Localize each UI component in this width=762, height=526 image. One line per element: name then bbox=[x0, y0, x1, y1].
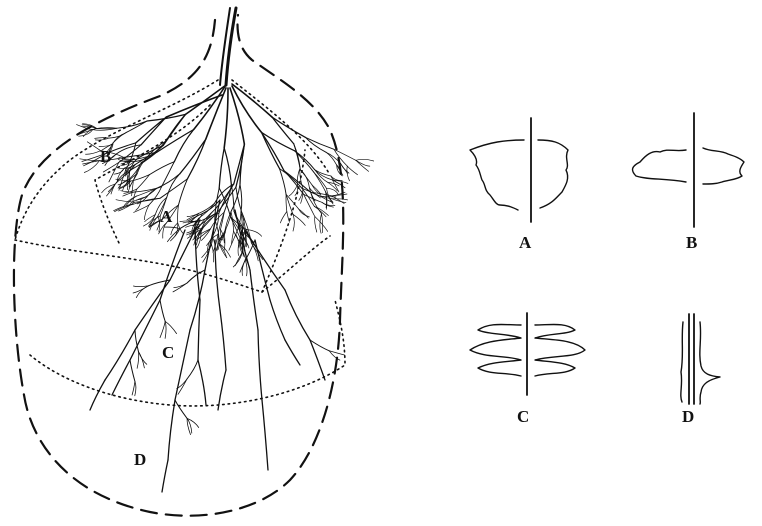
root-segment-428 bbox=[285, 340, 300, 365]
root-segment-375 bbox=[258, 330, 262, 400]
root-segment-408 bbox=[165, 321, 176, 333]
root-segment-279 bbox=[299, 209, 309, 218]
root-segment-398 bbox=[285, 290, 310, 340]
profile-label-b: B bbox=[686, 233, 697, 252]
root-segment-350 bbox=[141, 117, 166, 145]
root-segment-326 bbox=[306, 137, 335, 149]
root-segment-322 bbox=[300, 170, 312, 185]
profile-b bbox=[633, 113, 744, 227]
root-segment-141 bbox=[201, 229, 210, 241]
root-segment-412 bbox=[132, 381, 135, 395]
root-segment-368 bbox=[175, 400, 187, 418]
root-segment-367 bbox=[168, 400, 175, 460]
zone-label-d: D bbox=[134, 450, 146, 469]
root-segment-332 bbox=[356, 159, 374, 161]
root-segment-426 bbox=[245, 260, 247, 276]
root-segment-418 bbox=[198, 360, 206, 405]
root-segment-108 bbox=[178, 205, 179, 223]
root-segment-416 bbox=[195, 225, 200, 300]
root-segment-372 bbox=[162, 460, 168, 492]
root-segment-403 bbox=[160, 230, 185, 300]
root-segment-257 bbox=[315, 217, 328, 232]
root-segment-381 bbox=[167, 229, 179, 242]
root-segment-278 bbox=[286, 194, 299, 209]
root-segment-354 bbox=[117, 145, 142, 154]
root-segment-414 bbox=[220, 310, 226, 370]
root-segment-374 bbox=[250, 270, 258, 330]
root-segment-133 bbox=[123, 192, 136, 196]
root-segment-425 bbox=[240, 260, 245, 273]
profile-a bbox=[470, 118, 568, 222]
root-segment-273 bbox=[293, 214, 305, 225]
root-segment-325 bbox=[272, 117, 305, 137]
profile-d bbox=[681, 314, 720, 404]
root-segment-129 bbox=[136, 199, 141, 210]
profile-label-a: A bbox=[519, 233, 532, 252]
root-segment-274 bbox=[293, 214, 294, 231]
root-segment-376 bbox=[262, 400, 268, 470]
root-segment-258 bbox=[315, 217, 317, 233]
root-segment-104 bbox=[179, 179, 188, 205]
profile-label-c: C bbox=[517, 407, 529, 426]
root-segment-407 bbox=[160, 321, 165, 337]
root-segment-402 bbox=[329, 351, 344, 355]
root-segment-333 bbox=[356, 160, 370, 166]
root-segment-397 bbox=[235, 252, 242, 266]
root-segment-392 bbox=[90, 380, 105, 410]
root-branches bbox=[77, 84, 374, 492]
root-segment-405 bbox=[160, 300, 165, 321]
root-segment-288 bbox=[262, 132, 295, 150]
root-segment-366 bbox=[175, 330, 190, 400]
root-segment-419 bbox=[187, 360, 198, 379]
root-segment-137 bbox=[224, 88, 228, 148]
root-segment-79 bbox=[174, 130, 193, 162]
zone-label-c: C bbox=[162, 343, 174, 362]
root-segment-95 bbox=[206, 88, 226, 139]
root-segment-317 bbox=[294, 144, 301, 170]
root-segment-410 bbox=[130, 360, 135, 381]
root-segment-60 bbox=[95, 138, 109, 139]
root-segment-18 bbox=[147, 141, 166, 158]
main-stem bbox=[220, 8, 236, 85]
root-segment-364 bbox=[174, 283, 187, 288]
outer-dashed-boundary bbox=[14, 15, 343, 516]
zone-label-b: B bbox=[100, 147, 111, 166]
root-segment-134 bbox=[137, 188, 157, 196]
root-segment-96 bbox=[187, 139, 205, 179]
root-segment-127 bbox=[157, 174, 180, 189]
root-segment-243 bbox=[236, 187, 244, 218]
root-segment-342 bbox=[166, 95, 222, 117]
root-segment-61 bbox=[95, 138, 109, 140]
zone-c-lower-boundary bbox=[30, 300, 345, 406]
root-segment-413 bbox=[215, 240, 220, 310]
root-segment-417 bbox=[198, 300, 200, 360]
root-segment-304 bbox=[314, 172, 326, 192]
root-segment-251 bbox=[262, 132, 285, 170]
root-segment-424 bbox=[242, 260, 245, 276]
root-segment-276 bbox=[287, 212, 290, 223]
root-system-diagram: B A C D bbox=[14, 8, 374, 516]
zone-label-a: A bbox=[160, 207, 173, 226]
root-segment-100 bbox=[116, 200, 135, 203]
root-segment-277 bbox=[280, 212, 286, 223]
root-segment-162 bbox=[219, 148, 224, 188]
root-segment-39 bbox=[117, 121, 147, 128]
root-segment-73 bbox=[85, 151, 100, 155]
root-segment-335 bbox=[326, 152, 337, 165]
root-segment-138 bbox=[224, 148, 231, 185]
root-segment-400 bbox=[310, 340, 329, 351]
root-segment-167 bbox=[212, 245, 214, 263]
root-segment-371 bbox=[187, 418, 199, 427]
profile-c bbox=[470, 313, 585, 395]
root-segment-406 bbox=[165, 321, 166, 338]
profile-label-d: D bbox=[682, 407, 694, 426]
root-segment-399 bbox=[310, 340, 325, 380]
root-segment-387 bbox=[105, 330, 135, 380]
root-segment-88 bbox=[137, 175, 150, 190]
root-segment-202 bbox=[219, 184, 234, 213]
root-segment-390 bbox=[137, 352, 139, 369]
root-segment-427 bbox=[270, 300, 285, 340]
